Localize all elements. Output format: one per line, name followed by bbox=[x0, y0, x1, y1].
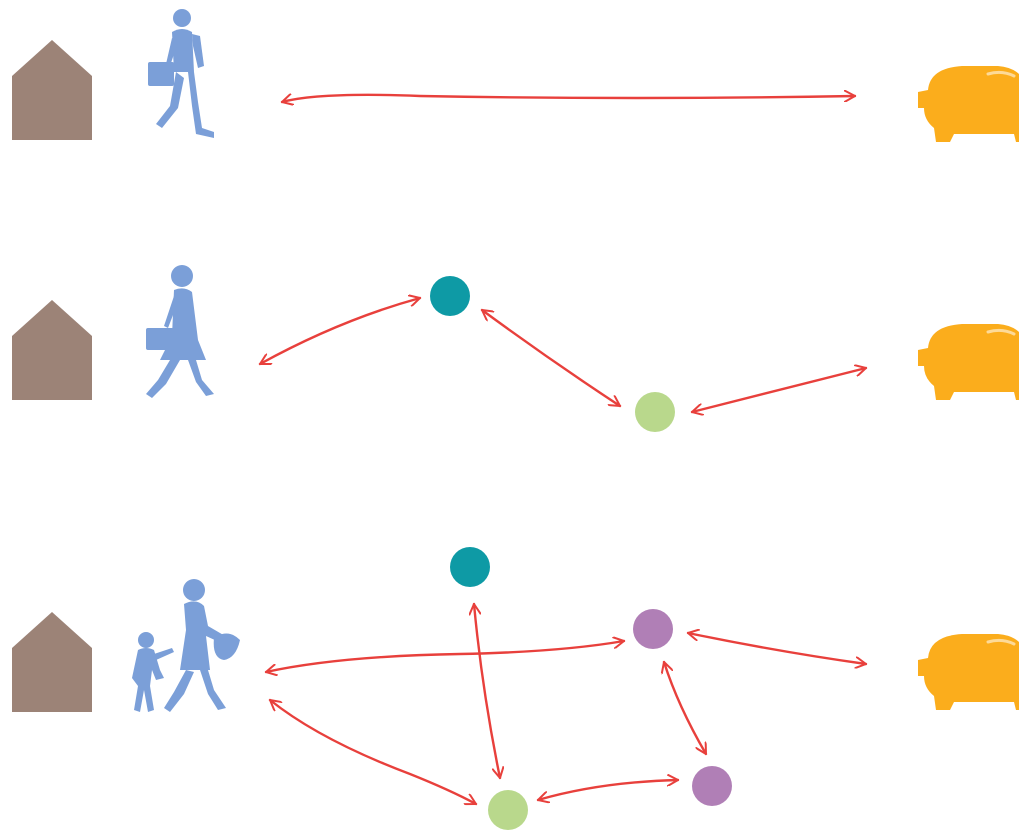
stop-node-teal bbox=[450, 547, 490, 587]
house-icon bbox=[12, 40, 92, 140]
row-1 bbox=[12, 9, 1019, 142]
link-stop-b-to-stop-c bbox=[664, 660, 708, 756]
piggy-bank-icon bbox=[918, 632, 1019, 710]
woman-with-basket-and-child-icon bbox=[132, 579, 240, 712]
link-person-to-stop-d bbox=[268, 698, 478, 806]
stop-node-teal bbox=[430, 276, 470, 316]
house-icon bbox=[12, 612, 92, 712]
walking-man-with-briefcase-icon bbox=[148, 9, 214, 138]
link-stop-d-to-stop-c bbox=[536, 780, 680, 800]
piggy-bank-icon bbox=[918, 322, 1019, 400]
link-stop-b-to-savings bbox=[690, 368, 868, 412]
link-stop-a-to-stop-d bbox=[474, 602, 500, 780]
link-stop-a-to-stop-b bbox=[480, 308, 622, 408]
piggy-bank-icon bbox=[918, 64, 1019, 142]
walking-woman-with-briefcase-icon bbox=[146, 265, 214, 398]
link-person-to-stop-a bbox=[258, 298, 422, 366]
stop-node-green bbox=[635, 392, 675, 432]
house-icon bbox=[12, 300, 92, 400]
stop-node-purple bbox=[692, 766, 732, 806]
stop-node-purple bbox=[633, 609, 673, 649]
link-stop-b-to-savings bbox=[686, 633, 868, 664]
row-2 bbox=[12, 265, 1019, 432]
row-3 bbox=[12, 547, 1019, 830]
link-person-to-stop-b bbox=[264, 641, 626, 672]
stop-node-green bbox=[488, 790, 528, 830]
link-person-to-savings bbox=[280, 95, 857, 102]
